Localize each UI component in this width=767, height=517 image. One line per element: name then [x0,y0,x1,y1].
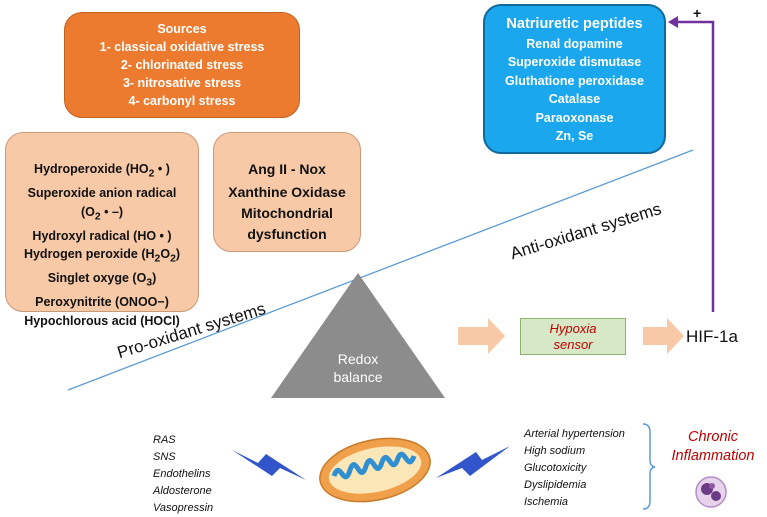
risk-factors-list: Arterial hypertension High sodium Glucot… [524,426,625,511]
feedback-arrowhead [668,16,678,28]
list-item: Endothelins [153,468,211,480]
lightning-right-icon [436,446,510,478]
hif-label: HIF-1a [686,327,738,346]
species-item: Peroxynitrite (ONOO−) [35,295,169,309]
sources-item: 1- classical oxidative stress [99,40,265,54]
list-item: Glucotoxicity [524,462,587,474]
species-item: (O2 • –) [80,204,124,223]
natriuretic-title: Natriuretic peptides [506,16,643,32]
list-item: SNS [153,451,176,463]
species-item: Singlet oxyge (O3) [47,271,157,289]
sensor-label: sensor [553,337,593,352]
inflammatory-cell-icon [695,476,727,508]
antioxidant-item: Renal dopamine [526,36,623,51]
enzymatic-item: dysfunction [247,226,327,242]
pro-oxidant-species-box: Hydroperoxide (HO2 • ) Superoxide anion … [5,132,199,328]
plus-sign: + [693,5,702,21]
antioxidant-item: Paraoxonase [535,110,614,125]
enzymatic-sources-box: Ang II - Nox Xanthine Oxidase Mitochondr… [213,132,361,252]
hypoxia-sensor-box: Hypoxia sensor [520,318,626,355]
species-item: Hydroxyl radical (HO • ) [32,228,172,243]
seesaw-line [67,149,694,391]
list-item: Aldosterone [153,485,212,497]
enzymatic-item: Mitochondrial [241,205,333,221]
species-item: Hydrogen peroxide (H2O2) [23,247,181,265]
species-item: Hydroperoxide (HO2 • ) [34,162,170,180]
hypoxia-label: Hypoxia [549,321,597,336]
sources-item: 3- nitrosative stress [122,76,242,90]
species-item: Hypochlorous acid (HOCl) [24,313,180,328]
antioxidant-item: Gluthatione peroxidase [505,73,644,88]
antioxidant-box: Natriuretic peptides Renal dopamine Supe… [483,4,666,154]
sources-item: 2- chlorinated stress [120,58,244,72]
enzymatic-item: Xanthine Oxidase [228,184,346,200]
antioxidant-item: Superoxide dismutase [507,55,642,69]
arrow-to-hif [643,318,684,354]
redox-balance-fulcrum [271,273,445,398]
list-bracket [642,423,656,510]
lightning-left-icon [232,450,306,480]
chronic-inflammation-label: Chronic Inflammation [671,429,755,464]
list-item: Dyslipidemia [524,479,587,491]
arrow-to-hypoxia [458,318,505,354]
enzymatic-item: Ang II - Nox [248,161,326,177]
list-item: Ischemia [524,496,569,508]
list-item: RAS [153,434,176,446]
species-item: Superoxide anion radical [27,186,177,200]
antioxidant-item: Zn, Se [555,129,594,143]
antioxidant-item: Catalase [548,92,601,106]
sources-title: Sources [157,22,207,36]
sources-item: 4- carbonyl stress [128,94,236,108]
hormonal-factors-list: RAS SNS Endothelins Aldosterone Vasopres… [153,432,213,517]
list-item: Vasopressin [153,502,214,514]
hif-feedback-line [670,20,715,312]
sources-box: Sources 1- classical oxidative stress 2-… [64,12,300,118]
list-item: Arterial hypertension [524,428,625,440]
redox-balance-label: Redox balance [333,351,383,385]
mitochondrion-icon [319,437,431,503]
list-item: High sodium [524,445,586,457]
